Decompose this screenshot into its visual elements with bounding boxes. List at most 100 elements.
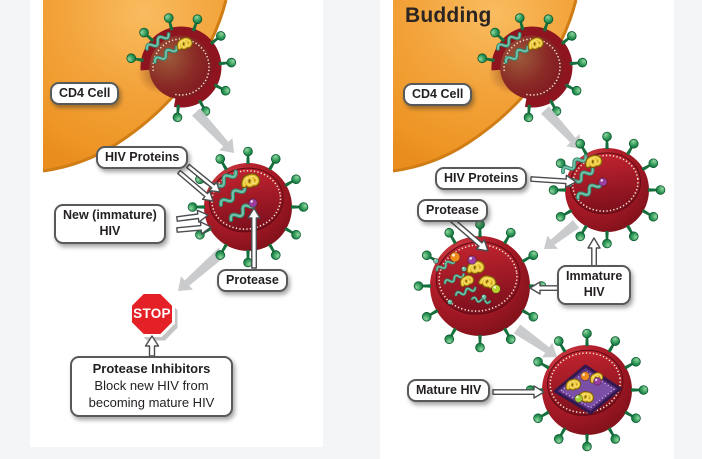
rna-squiggle [218, 184, 247, 208]
spike-icon [413, 281, 431, 291]
cd4-cell-label: CD4 Cell [403, 83, 473, 107]
spike-icon [503, 327, 516, 345]
pointer-arrow [176, 169, 214, 202]
spike-icon [626, 138, 639, 156]
spike-icon [215, 243, 228, 260]
protein-ribbon [585, 154, 603, 169]
protease-label: Protease [217, 269, 288, 293]
hiv-proteins-label: HIV Proteins [435, 167, 528, 191]
pointer-arrow [492, 385, 545, 399]
rna-squiggle [470, 296, 492, 305]
spike-icon [631, 385, 649, 395]
budding-virus [477, 13, 588, 123]
spike-icon [163, 13, 174, 31]
spike-icon [548, 185, 566, 195]
spike-icon [582, 434, 592, 452]
protein-ribbon [527, 37, 544, 51]
dot [481, 293, 488, 300]
dot [461, 265, 468, 272]
rna-squiggle [153, 44, 179, 64]
spike-icon [514, 13, 525, 31]
spike-icon [444, 327, 457, 345]
dot [447, 298, 454, 305]
spike-icon [607, 427, 621, 444]
protease-dot [248, 198, 258, 208]
protein-ribbon [478, 275, 497, 289]
spike-icon [523, 104, 534, 123]
protein-ribbon [459, 274, 475, 288]
stop-sign-text: STOP [133, 306, 171, 321]
spike-icon [575, 224, 588, 242]
protease-inhibitors-label: Protease Inhibitors Block new HIV from b… [70, 356, 233, 417]
spike-icon [284, 174, 301, 187]
mature-virus [525, 328, 649, 452]
immature-virus-1 [548, 131, 666, 249]
spike-icon [575, 138, 588, 156]
rna-squiggle [504, 44, 530, 64]
pointer-arrow [587, 237, 601, 268]
spike-icon [533, 356, 550, 370]
rna-squiggle [443, 272, 465, 285]
rna-squiggle [496, 31, 522, 51]
protein-ribbon [577, 391, 595, 403]
rna-squiggle [435, 258, 457, 272]
spike-icon [215, 154, 228, 171]
spike-icon [490, 27, 506, 43]
spike-icon [582, 328, 592, 346]
protein-ribbon [241, 173, 261, 189]
spike-icon [607, 336, 621, 353]
spike-icon [213, 83, 231, 96]
pointer-arrow [185, 163, 221, 193]
immature-hiv-label: Immature HIV [557, 265, 632, 305]
mature-hiv-label: Mature HIV [407, 379, 491, 403]
spike-icon [533, 410, 550, 424]
spike-icon [268, 154, 281, 171]
spike-icon [291, 202, 309, 212]
spike-icon [624, 356, 641, 370]
protease-dot [467, 255, 477, 265]
protease-dot [598, 177, 608, 187]
pointer-arrow [529, 281, 560, 295]
panel-title: Budding [405, 4, 492, 27]
spike-icon [444, 227, 457, 245]
pointer-arrow [176, 221, 212, 235]
spike-icon [243, 146, 253, 164]
spike-icon [555, 209, 573, 222]
pointer-arrow [175, 209, 209, 223]
flow-arrow [178, 247, 226, 291]
spike-icon [624, 410, 641, 424]
protein-ribbon [176, 37, 193, 51]
right-panel-illustration [392, 0, 666, 452]
spike-icon [564, 83, 582, 96]
cd4-cell-label: CD4 Cell [50, 82, 120, 106]
spike-icon [521, 309, 539, 322]
spike-icon [218, 57, 237, 68]
spike-icon [475, 219, 485, 237]
spike-icon [139, 27, 155, 43]
spike-icon [243, 250, 253, 268]
spike-icon [626, 224, 639, 242]
rna-squiggle [145, 31, 171, 51]
spike-icon [421, 309, 439, 322]
immature-virus [187, 146, 309, 268]
protein-ribbon [589, 372, 604, 384]
spike-icon [209, 31, 226, 45]
spike-icon [503, 227, 516, 245]
spike-icon [569, 57, 588, 68]
capsid [553, 364, 622, 415]
spike-icon [268, 243, 281, 260]
panel-protease-inhibitors: CD4 Cell HIV Proteins New (immature) HIV… [30, 0, 323, 447]
spike-icon [648, 185, 666, 195]
left-panel-illustration [42, 0, 309, 357]
spike-icon [284, 227, 301, 240]
rna-squiggle [576, 180, 603, 200]
spike-icon [126, 53, 144, 64]
spike-icon [542, 14, 554, 32]
protein-ribbon [466, 260, 486, 275]
new-immature-hiv-label: New (immature) HIV [54, 204, 166, 244]
rna-squiggle [561, 154, 588, 174]
protease-label: Protease [417, 199, 488, 223]
panel-budding: Budding CD4 Cell HIV Proteins Protease I… [380, 0, 674, 459]
stop-sign [129, 291, 178, 341]
